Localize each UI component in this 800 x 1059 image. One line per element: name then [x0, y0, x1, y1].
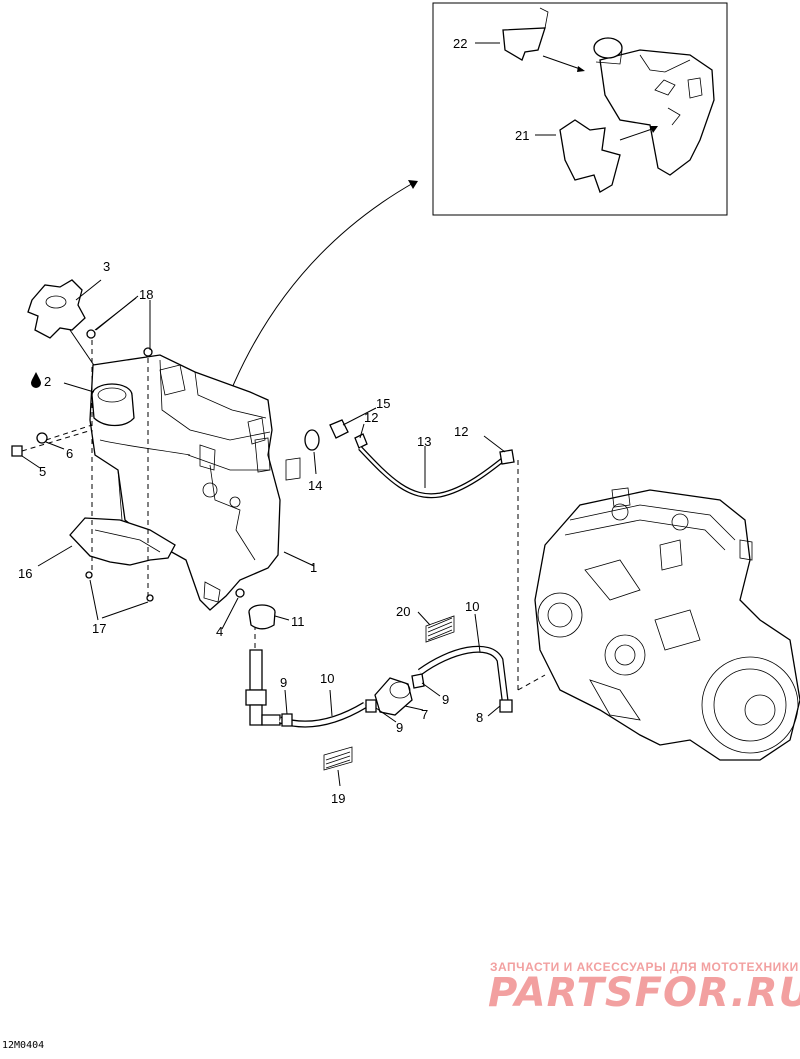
- screw-18b: [143, 347, 153, 357]
- reference-arrow: [231, 181, 416, 389]
- label-12b: 12: [454, 424, 468, 439]
- grommet-4: [235, 588, 245, 598]
- decal-part-22: [502, 27, 546, 61]
- label-2: 2: [44, 374, 51, 389]
- label-20: 20: [396, 604, 410, 619]
- label-10b: 10: [465, 599, 479, 614]
- callout-labels: 1 2 3 4 5 6 7 8 9 9 9 10 10 11 12 12 13 …: [18, 36, 529, 806]
- clamps-9: [281, 673, 425, 727]
- label-4: 4: [216, 624, 223, 639]
- inset-frame: [432, 2, 728, 216]
- label-9a: 9: [280, 675, 287, 690]
- fasteners: [11, 329, 245, 602]
- label-10a: 10: [320, 671, 334, 686]
- washer-6: [36, 432, 48, 444]
- watermark-logo: PARTSFOR.RU: [488, 970, 800, 1016]
- skid-plate-16: [69, 517, 176, 566]
- tank-outlet-fitting: [245, 649, 281, 726]
- fitting-15: [329, 419, 349, 439]
- banjo-8: [499, 699, 513, 713]
- label-3: 3: [103, 259, 110, 274]
- spring-19: [323, 746, 353, 771]
- decal-part-21: [559, 119, 621, 193]
- label-16: 16: [18, 566, 32, 581]
- oil-tank-1: [89, 354, 301, 611]
- screw-5: [11, 445, 23, 457]
- label-17: 17: [92, 621, 106, 636]
- label-14: 14: [308, 478, 322, 493]
- filler-neck-2: [91, 383, 135, 427]
- label-18: 18: [139, 287, 153, 302]
- label-11: 11: [291, 614, 305, 629]
- vent-hose-13: [304, 419, 515, 499]
- label-8: 8: [476, 710, 483, 725]
- oil-drop-icon: [31, 372, 41, 388]
- watermark-tagline: ЗАПЧАСТИ И АКСЕССУАРЫ ДЛЯ МОТОТЕХНИКИ: [490, 960, 799, 974]
- label-7: 7: [421, 707, 428, 722]
- label-5: 5: [39, 464, 46, 479]
- label-22: 22: [453, 36, 467, 51]
- engine-block: [534, 487, 800, 761]
- label-19: 19: [331, 791, 345, 806]
- spring-20: [425, 615, 455, 643]
- inset-detail: [432, 2, 728, 216]
- label-21: 21: [515, 128, 529, 143]
- label-1: 1: [310, 560, 317, 575]
- label-15: 15: [376, 396, 390, 411]
- label-12a: 12: [364, 410, 378, 425]
- screw-18a: [86, 329, 96, 339]
- grommet-11: [248, 604, 276, 630]
- figure-code: 12M0404: [2, 1040, 45, 1051]
- screw-17a: [85, 571, 93, 579]
- label-6: 6: [66, 446, 73, 461]
- tank-cap-3: [27, 279, 105, 381]
- label-13: 13: [417, 434, 431, 449]
- oil-filter-7: [374, 677, 413, 716]
- inset-oil-tank: [593, 37, 715, 176]
- label-9b: 9: [396, 720, 403, 735]
- grommet-14: [304, 429, 320, 451]
- leader-lines: [21, 295, 506, 787]
- label-9c: 9: [442, 692, 449, 707]
- clamp-12b: [499, 449, 515, 465]
